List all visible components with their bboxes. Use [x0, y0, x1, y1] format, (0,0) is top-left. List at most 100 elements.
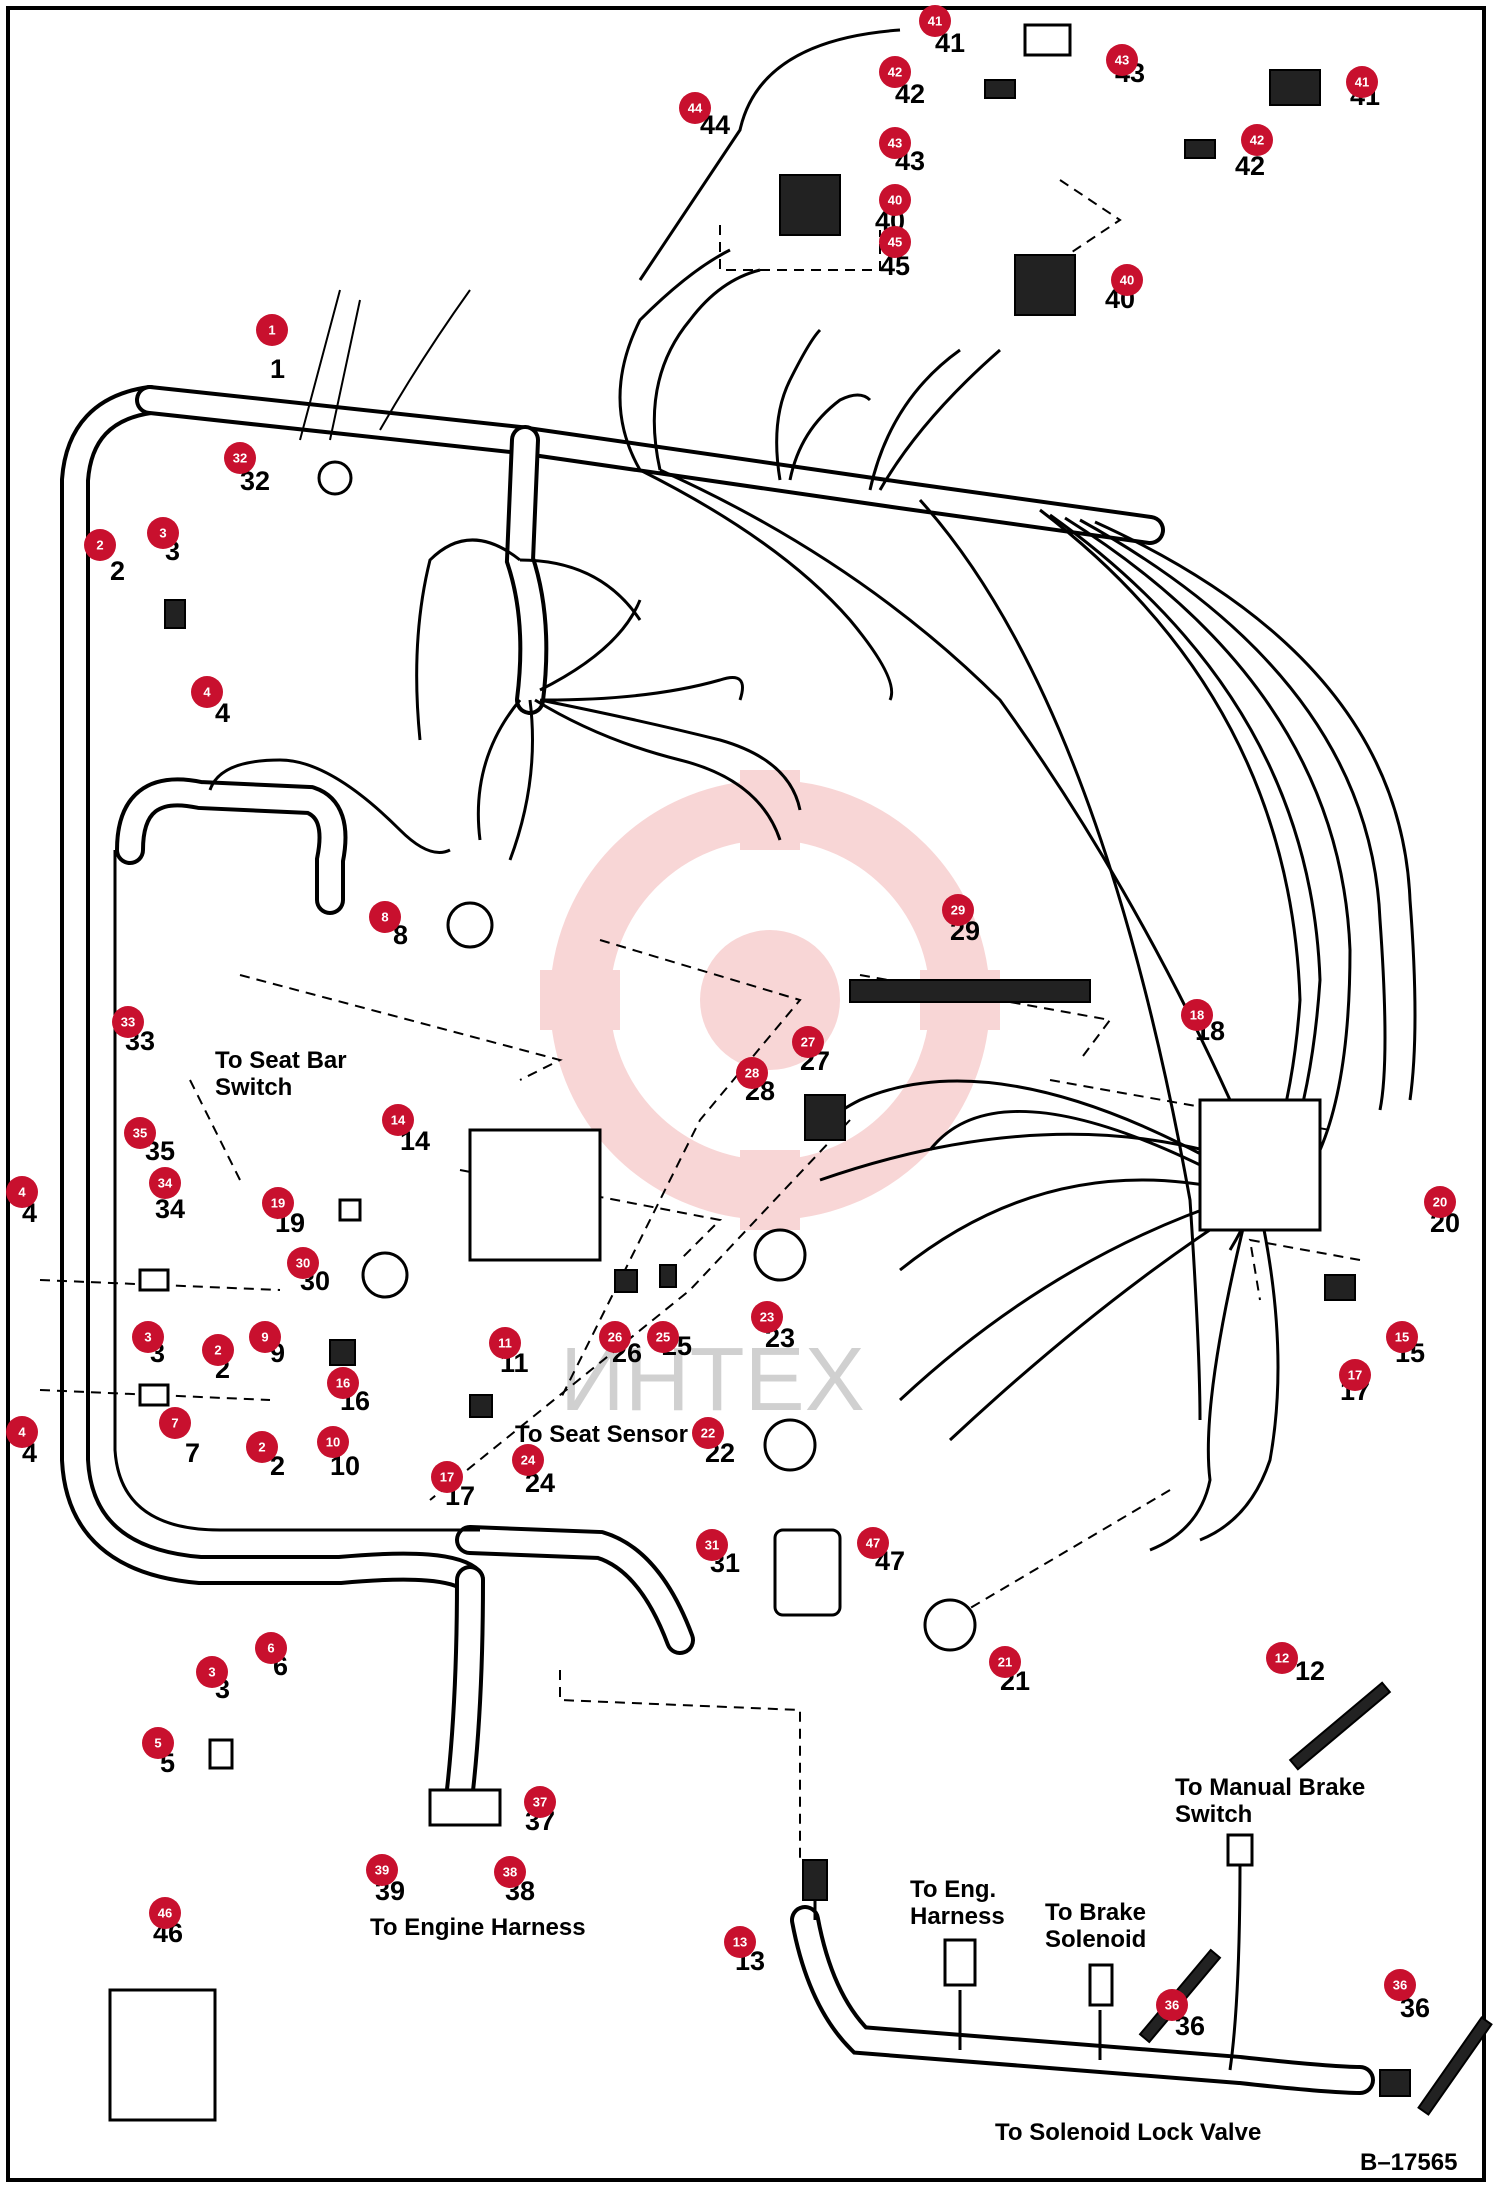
switch-15 [1324, 1274, 1356, 1301]
svg-text:44: 44 [688, 101, 703, 116]
svg-text:3: 3 [159, 526, 166, 541]
svg-text:40: 40 [888, 193, 902, 208]
connector-brake [1088, 1963, 1114, 2007]
svg-text:37: 37 [533, 1795, 547, 1810]
dashed-leaders [39, 179, 1361, 1860]
svg-text:42: 42 [1250, 133, 1264, 148]
svg-text:41: 41 [928, 14, 942, 29]
note-eng-harness-1: To Eng. [910, 1876, 996, 1903]
callout-marker: 20 [1424, 1186, 1456, 1218]
svg-text:19: 19 [271, 1196, 285, 1211]
ref-4: 4 [215, 698, 230, 728]
callout-marker: 42 [879, 56, 911, 88]
svg-text:5: 5 [154, 1736, 161, 1751]
ref-34: 34 [155, 1194, 185, 1224]
callout-marker: 19 [262, 1187, 294, 1219]
svg-text:40: 40 [1120, 273, 1134, 288]
svg-text:36: 36 [1393, 1978, 1407, 1993]
note-seat-sensor: To Seat Sensor [515, 1421, 688, 1448]
svg-text:12: 12 [1275, 1651, 1289, 1666]
svg-text:45: 45 [888, 235, 902, 250]
battery-46 [108, 1988, 217, 2122]
svg-text:14: 14 [391, 1113, 406, 1128]
tie-36b [1417, 2016, 1493, 2116]
callout-marker: 5 [142, 1727, 174, 1759]
svg-text:13: 13 [733, 1935, 747, 1950]
ref-1: 1 [270, 354, 285, 384]
svg-text:34: 34 [158, 1176, 173, 1191]
svg-text:17: 17 [440, 1470, 454, 1485]
callout-marker: 9 [249, 1321, 281, 1353]
svg-text:8: 8 [381, 910, 388, 925]
figure-id: B–17565 [1360, 2149, 1457, 2176]
figure-frame [6, 6, 1486, 2182]
relay-40-mid [1014, 254, 1076, 316]
svg-text:23: 23 [760, 1310, 774, 1325]
callout-marker: 2 [246, 1431, 278, 1463]
callout-marker: 1 [256, 314, 288, 346]
buzzer-8 [446, 901, 494, 949]
bulb-42-left [984, 79, 1016, 99]
callout-marker: 40 [879, 184, 911, 216]
callout-marker: 31 [696, 1529, 728, 1561]
callout-marker: 28 [736, 1057, 768, 1089]
callout-marker: 3 [132, 1321, 164, 1353]
callout-markers: 41 42 43 44 40 45 43 42 41 40 1 32 2 3 4… [6, 5, 1456, 2021]
note-manual-brake-1: To Manual Brake [1175, 1774, 1365, 1801]
callout-marker: 17 [1339, 1359, 1371, 1391]
clamp-3d [208, 1738, 234, 1770]
svg-text:20: 20 [1433, 1195, 1447, 1210]
seal-32 [317, 460, 353, 496]
callout-marker: 8 [369, 901, 401, 933]
connector-manual [1226, 1833, 1254, 1867]
callout-marker: 36 [1384, 1969, 1416, 2001]
callout-marker: 46 [149, 1897, 181, 1929]
callout-marker: 23 [751, 1301, 783, 1333]
callout-marker: 22 [692, 1417, 724, 1449]
svg-text:11: 11 [498, 1336, 512, 1351]
svg-text:32: 32 [233, 451, 247, 466]
callout-marker: 16 [327, 1367, 359, 1399]
parts [108, 23, 1493, 2122]
svg-text:26: 26 [608, 1330, 622, 1345]
ref-7: 7 [185, 1438, 200, 1468]
callout-marker: 24 [512, 1444, 544, 1476]
callout-marker: 29 [942, 894, 974, 926]
clamp-3a [164, 599, 186, 629]
callout-marker: 42 [1241, 124, 1273, 156]
callout-marker: 41 [919, 5, 951, 37]
fuse-block-37 [428, 1788, 502, 1827]
indicator-21 [923, 1598, 977, 1652]
svg-text:43: 43 [1115, 53, 1129, 68]
svg-text:1: 1 [268, 323, 275, 338]
bulb-42-right [1184, 139, 1216, 159]
svg-text:3: 3 [144, 1330, 151, 1345]
callout-marker: 18 [1181, 999, 1213, 1031]
callout-marker: 32 [224, 442, 256, 474]
tie-12 [1288, 1681, 1392, 1771]
callout-marker: 4 [6, 1176, 38, 1208]
solenoid-connector [1379, 2069, 1411, 2097]
callout-marker: 33 [112, 1006, 144, 1038]
connector-eng [943, 1938, 977, 1987]
note-seat-bar-1: To Seat Bar [215, 1047, 347, 1074]
callout-marker: 3 [147, 517, 179, 549]
callout-marker: 34 [149, 1167, 181, 1199]
note-brake-sol-1: To Brake [1045, 1899, 1146, 1926]
svg-text:46: 46 [158, 1906, 172, 1921]
callout-marker: 11 [489, 1327, 521, 1359]
callout-marker: 10 [317, 1426, 349, 1458]
connector-27 [804, 1094, 846, 1141]
svg-text:15: 15 [1395, 1330, 1409, 1345]
callout-marker: 43 [879, 127, 911, 159]
callout-marker: 25 [647, 1321, 679, 1353]
callout-marker: 47 [857, 1527, 889, 1559]
relay-40-top [779, 174, 841, 236]
svg-text:31: 31 [705, 1538, 719, 1553]
note-brake-sol-2: Solenoid [1045, 1926, 1146, 1953]
gauge-23 [753, 1228, 807, 1282]
svg-text:30: 30 [296, 1256, 310, 1271]
clamp-3c [138, 1383, 170, 1407]
callout-marker: 30 [287, 1247, 319, 1279]
